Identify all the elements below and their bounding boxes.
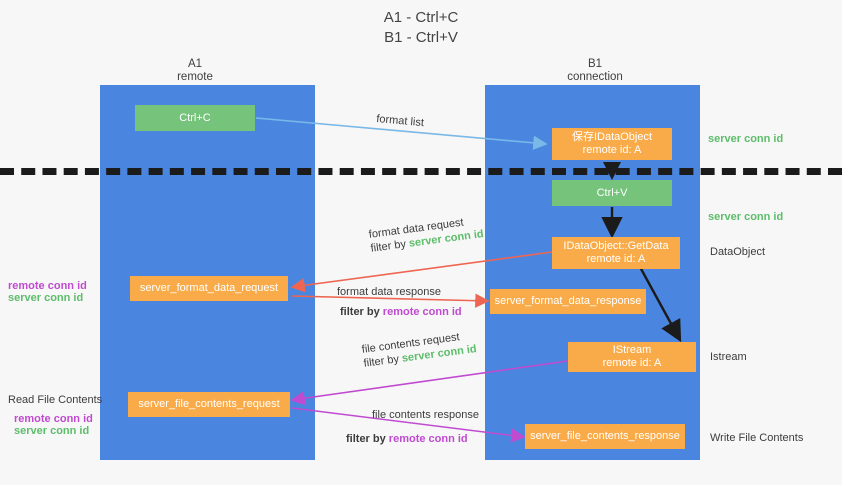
dashed-divider xyxy=(0,168,842,175)
format-list-text: format list xyxy=(375,112,425,130)
right-label-dataobject: DataObject xyxy=(710,246,766,258)
node-server-format-data-request-label: server_format_data_request xyxy=(139,282,279,294)
lane-header-b1: B1 connection xyxy=(520,58,670,84)
node-istream-sub: remote id: A xyxy=(602,357,662,369)
filter-by-text-2: filter by xyxy=(340,306,380,318)
right-label-server-conn-id-second: server conn id xyxy=(708,211,784,223)
node-save-idataobject-label: 保存IDataObject xyxy=(571,131,653,143)
lane-a1-sub: remote xyxy=(177,71,213,83)
edge-label-file-contents-request: file contents request filter by server c… xyxy=(361,328,477,371)
node-ctrl-v-label: Ctrl+V xyxy=(596,186,628,199)
remote-conn-id-ref-2: remote conn id xyxy=(388,433,468,445)
file-contents-response-filter: filter by remote conn id xyxy=(346,432,479,446)
left-label-read-file-contents: Read File Contents xyxy=(8,394,103,406)
node-idataobject-getdata[interactable]: IDataObject::GetData remote id: A xyxy=(552,237,680,269)
node-server-format-data-response-label: server_format_data_response xyxy=(494,295,642,307)
node-server-format-data-request[interactable]: server_format_data_request xyxy=(130,276,288,301)
right-label-istream: Istream xyxy=(710,351,747,363)
node-idataobject-getdata-label: IDataObject::GetData xyxy=(563,240,669,252)
node-ctrl-v[interactable]: Ctrl+V xyxy=(552,180,672,206)
filter-by-text-1: filter by xyxy=(369,238,407,255)
lane-a1-name: A1 xyxy=(187,58,203,70)
node-idataobject-getdata-sub: remote id: A xyxy=(586,253,646,265)
edge-label-format-list: format list xyxy=(376,112,425,130)
right-label-server-conn-id-top: server conn id xyxy=(708,133,784,145)
right-label-write-file-contents: Write File Contents xyxy=(710,432,804,444)
node-server-file-contents-request[interactable]: server_file_contents_request xyxy=(128,392,290,417)
title-line-2: B1 - Ctrl+V xyxy=(384,29,458,46)
filter-by-text-3: filter by xyxy=(362,353,400,370)
remote-conn-id-ref-1: remote conn id xyxy=(382,306,462,318)
lane-header-a1: A1 remote xyxy=(120,58,270,84)
node-server-file-contents-response[interactable]: server_file_contents_response xyxy=(525,424,685,449)
lane-b1-name: B1 xyxy=(587,58,603,70)
node-save-idataobject-sub: remote id: A xyxy=(582,144,642,156)
title-line-1: A1 - Ctrl+C xyxy=(383,9,459,26)
edge-label-file-contents-response: file contents response filter by remote … xyxy=(346,408,480,446)
format-data-response-text: format data response xyxy=(337,286,441,298)
filter-by-text-4: filter by xyxy=(346,433,386,445)
edge-label-format-data-request: format data request filter by server con… xyxy=(368,213,484,256)
format-data-response-filter: filter by remote conn id xyxy=(340,305,462,319)
diagram-title: A1 - Ctrl+C B1 - Ctrl+V xyxy=(0,8,842,48)
file-contents-response-text: file contents response xyxy=(372,409,480,421)
left-label-remote-conn-id-1: remote conn id xyxy=(8,280,87,292)
left-label-remote-conn-id-2: remote conn id xyxy=(14,413,93,425)
lane-b1-sub: connection xyxy=(567,71,623,83)
node-server-file-contents-response-label: server_file_contents_response xyxy=(530,430,680,442)
left-label-server-conn-id-1: server conn id xyxy=(8,292,84,304)
node-save-idataobject[interactable]: 保存IDataObject remote id: A xyxy=(552,128,672,160)
node-server-file-contents-request-label: server_file_contents_request xyxy=(138,398,280,410)
node-ctrl-c-label: Ctrl+C xyxy=(179,111,211,124)
node-istream-label: IStream xyxy=(612,344,652,356)
node-istream[interactable]: IStream remote id: A xyxy=(568,342,696,372)
left-label-server-conn-id-2: server conn id xyxy=(14,425,90,437)
node-ctrl-c[interactable]: Ctrl+C xyxy=(135,105,255,131)
node-server-format-data-response[interactable]: server_format_data_response xyxy=(490,289,646,314)
edge-label-format-data-response: format data response filter by remote co… xyxy=(337,285,462,319)
